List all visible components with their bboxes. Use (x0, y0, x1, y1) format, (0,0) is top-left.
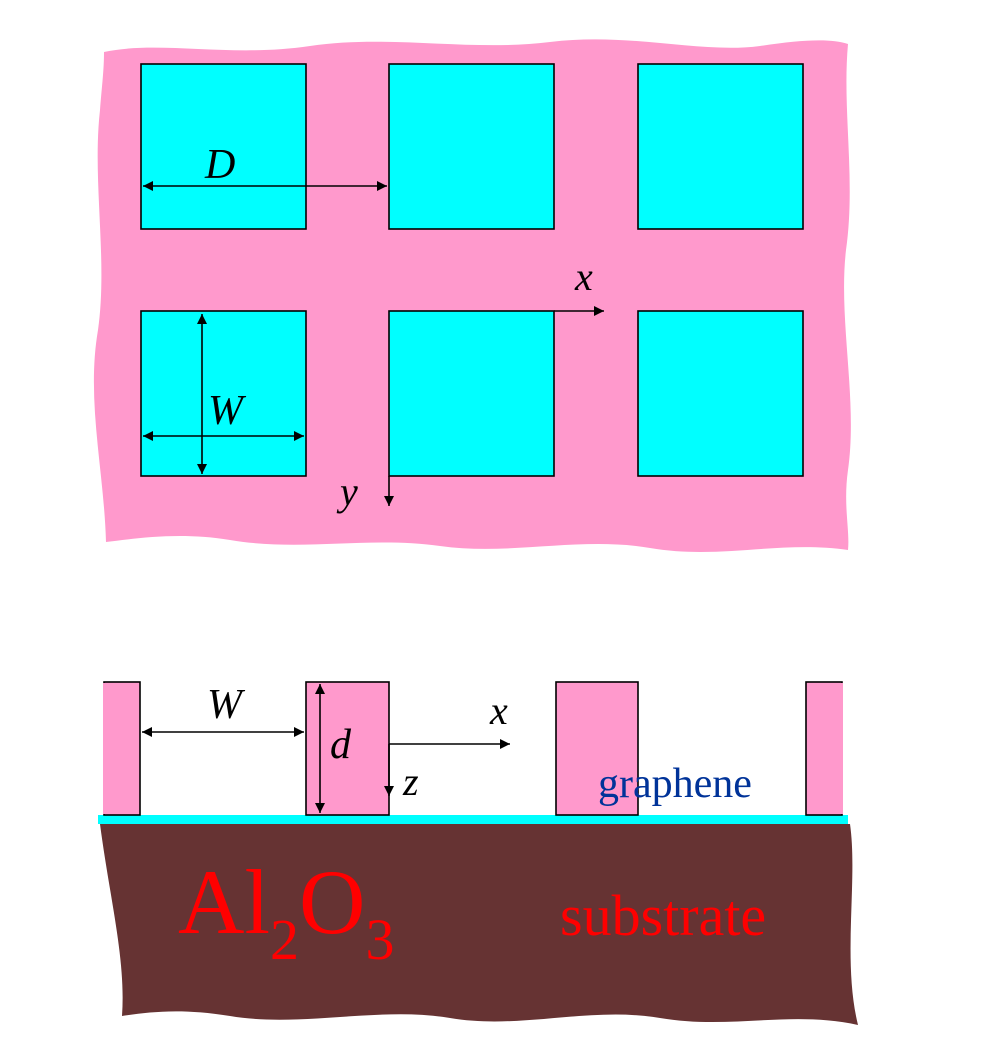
width-label: W (208, 388, 247, 434)
substrate-label: substrate (560, 883, 766, 948)
y-axis-label: y (336, 469, 358, 514)
side-view: W d x z graphene Al2O3 substrate (98, 681, 858, 1025)
hole-square (388, 63, 555, 230)
graphene-label: graphene (598, 761, 752, 807)
hole-square (388, 310, 555, 477)
graphene-layer (98, 815, 848, 824)
film-stripe (103, 681, 141, 816)
formula-sub-3: 3 (365, 907, 394, 972)
hole-square (140, 63, 307, 230)
hole-square (637, 63, 804, 230)
formula-sub-2: 2 (270, 907, 299, 972)
side-x-axis-label: x (489, 688, 508, 733)
substrate-formula-label: Al2O3 (178, 851, 394, 972)
top-view: D W x y (93, 39, 851, 552)
substrate-block (100, 824, 858, 1025)
film-stripe (805, 681, 843, 816)
formula-al: Al (178, 851, 270, 953)
film-stripe (555, 681, 639, 816)
hole-square (140, 310, 307, 477)
x-axis-label: x (574, 254, 593, 299)
period-label: D (204, 142, 235, 188)
z-axis-label: z (402, 759, 419, 804)
formula-o: O (299, 851, 365, 953)
hole-square (637, 310, 804, 477)
gap-width-label: W (207, 682, 246, 728)
thickness-label: d (330, 722, 352, 768)
